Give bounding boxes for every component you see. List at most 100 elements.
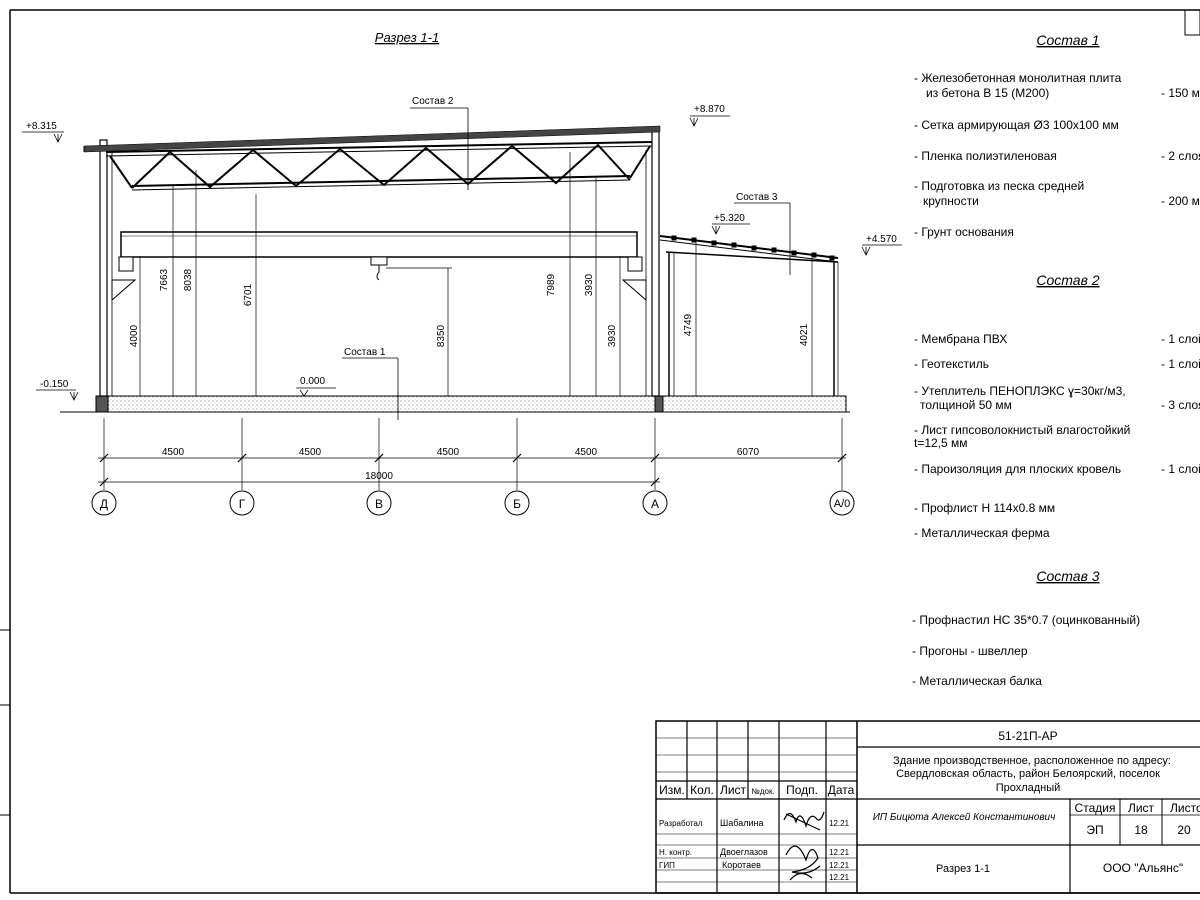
svg-text:- 2 слоя: - 2 слоя: [1161, 149, 1200, 163]
svg-text:Дата: Дата: [828, 783, 855, 797]
author: ИП Бицюта Алексей Константинович: [873, 812, 1056, 823]
axis-label: А: [651, 497, 659, 511]
svg-text:ГИП: ГИП: [659, 861, 675, 870]
svg-text:4000: 4000: [129, 324, 140, 347]
svg-text:4500: 4500: [437, 447, 460, 458]
svg-text:- Лист гипсоволокнистый влагос: - Лист гипсоволокнистый влагостойкий: [914, 423, 1130, 437]
svg-text:- 1 слой: - 1 слой: [1161, 357, 1200, 371]
svg-text:3930: 3930: [607, 324, 618, 347]
elevation-annex-top: +5.320: [714, 213, 745, 224]
axis-label: Г: [239, 497, 246, 511]
spec-sostav2: Состав 2 - Мембрана ПВХ - 1 слой - Геоте…: [914, 272, 1200, 540]
svg-text:из бетона В 15 (М200): из бетона В 15 (М200): [926, 86, 1049, 100]
svg-text:Н. контр.: Н. контр.: [659, 848, 692, 857]
svg-text:- Профлист Н 114х0.8 мм: - Профлист Н 114х0.8 мм: [914, 501, 1055, 515]
svg-text:№док.: №док.: [751, 787, 774, 796]
svg-text:12.21: 12.21: [829, 861, 850, 870]
svg-text:Состав 2: Состав 2: [1036, 272, 1099, 288]
svg-text:Здание производственное, распо: Здание производственное, расположенное п…: [893, 755, 1171, 767]
svg-text:4021: 4021: [799, 323, 810, 346]
svg-text:t=12,5 мм: t=12,5 мм: [914, 436, 968, 450]
company: ООО "Альянс": [1103, 861, 1183, 875]
svg-text:12.21: 12.21: [829, 819, 850, 828]
svg-text:Шабалина: Шабалина: [720, 818, 763, 828]
height-dimensions: [139, 152, 813, 396]
svg-text:Листов: Листов: [1170, 801, 1200, 815]
svg-text:4749: 4749: [683, 313, 694, 336]
svg-text:12.21: 12.21: [829, 848, 850, 857]
svg-text:8350: 8350: [436, 324, 447, 347]
svg-text:Двоеглазов: Двоеглазов: [720, 847, 768, 857]
elevation-ground: -0.150: [40, 379, 69, 390]
svg-text:Коротаев: Коротаев: [722, 860, 761, 870]
svg-text:- Сетка армирующая Ø3 100х100: - Сетка армирующая Ø3 100х100 мм: [914, 118, 1119, 132]
svg-text:4500: 4500: [575, 447, 598, 458]
elevation-left-eave: +8.315: [26, 121, 57, 132]
svg-text:- Пленка полиэтиленовая: - Пленка полиэтиленовая: [914, 149, 1057, 163]
svg-text:крупности: крупности: [923, 194, 979, 208]
svg-text:Кол.: Кол.: [690, 783, 714, 797]
title-block-text: 51-21П-АР Здание производственное, распо…: [659, 729, 1200, 882]
building-section: [60, 125, 850, 413]
axis-label: Б: [513, 497, 521, 511]
svg-text:Разработал: Разработал: [659, 819, 703, 828]
svg-text:- Геотекстиль: - Геотекстиль: [914, 357, 989, 371]
svg-text:- Грунт основания: - Грунт основания: [914, 225, 1014, 239]
project-code: 51-21П-АР: [998, 729, 1057, 743]
svg-text:7663: 7663: [159, 268, 170, 291]
svg-text:Лист: Лист: [1128, 801, 1155, 815]
spec-sostav1: Состав 1 - Железобетонная монолитная пли…: [914, 32, 1200, 239]
elevation-annex-eave: +4.570: [866, 234, 897, 245]
svg-text:- Прогоны - швеллер: - Прогоны - швеллер: [912, 644, 1028, 658]
svg-text:- Профнастил НС 35*0.7 (оцинко: - Профнастил НС 35*0.7 (оцинкованный): [912, 613, 1140, 627]
svg-text:3930: 3930: [584, 273, 595, 296]
callouts: [342, 107, 791, 420]
elevation-marks: [22, 115, 902, 401]
svg-text:- Металлическая ферма: - Металлическая ферма: [914, 526, 1050, 540]
svg-text:12.21: 12.21: [829, 873, 850, 882]
svg-text:4500: 4500: [162, 447, 185, 458]
spec-sostav3: Состав 3 - Профнастил НС 35*0.7 (оцинков…: [912, 568, 1140, 688]
callout-annex-roof: Состав 3: [736, 192, 778, 203]
axis-label: В: [375, 497, 383, 511]
total-span: 18000: [365, 471, 393, 482]
height-labels: 4000 7663 8038 6701 8350 7989 3930 3930 …: [129, 268, 810, 347]
svg-text:- Мембрана ПВХ: - Мембрана ПВХ: [914, 332, 1007, 346]
stage-value: ЭП: [1086, 823, 1103, 837]
callout-floor: Состав 1: [344, 347, 386, 358]
callout-roof: Состав 2: [412, 96, 454, 107]
svg-text:- 150 мм: - 150 мм: [1161, 86, 1200, 100]
svg-text:- 1 слой: - 1 слой: [1161, 332, 1200, 346]
svg-text:6070: 6070: [737, 447, 760, 458]
svg-text:Состав 1: Состав 1: [1036, 32, 1099, 48]
svg-text:Свердловская область, район Бе: Свердловская область, район Белоярский, …: [896, 768, 1160, 780]
svg-text:- Железобетонная монолитная п: - Железобетонная монолитная плита: [914, 71, 1122, 85]
axis-label: Д: [100, 497, 108, 511]
svg-text:Стадия: Стадия: [1075, 801, 1116, 815]
svg-text:- 200 мм: - 200 мм: [1161, 194, 1200, 208]
svg-text:- 1 слой: - 1 слой: [1161, 462, 1200, 476]
svg-text:- Подготовка из песка средней: - Подготовка из песка средней: [914, 179, 1084, 193]
elevation-ridge: +8.870: [694, 104, 725, 115]
svg-text:толщиной 50 мм: толщиной 50 мм: [920, 398, 1012, 412]
sheet-value: 18: [1134, 823, 1148, 837]
sheet-name: Разрез 1-1: [936, 863, 990, 875]
drawing-title: Разрез 1-1: [375, 30, 439, 45]
sheets-value: 20: [1177, 823, 1191, 837]
svg-text:Состав 3: Состав 3: [1036, 568, 1099, 584]
svg-text:Прохладный: Прохладный: [996, 782, 1061, 794]
signature-graphic: [783, 811, 825, 881]
svg-text:- 3 слоя: - 3 слоя: [1161, 398, 1200, 412]
svg-text:7989: 7989: [546, 273, 557, 296]
svg-text:- Утеплитель ПЕНОПЛЭКС ɣ=30кг/: - Утеплитель ПЕНОПЛЭКС ɣ=30кг/м3,: [914, 384, 1126, 398]
svg-text:Изм.: Изм.: [659, 783, 685, 797]
svg-text:4500: 4500: [299, 447, 322, 458]
svg-text:8038: 8038: [183, 268, 194, 291]
svg-text:Подп.: Подп.: [786, 783, 818, 797]
elevation-floor: 0.000: [300, 376, 325, 387]
axis-label: А/0: [834, 498, 851, 510]
svg-text:- Пароизоляция для плоских кро: - Пароизоляция для плоских кровель: [914, 462, 1121, 476]
sheet-frame: [0, 9, 1200, 894]
svg-text:- Металлическая балка: - Металлическая балка: [912, 674, 1042, 688]
